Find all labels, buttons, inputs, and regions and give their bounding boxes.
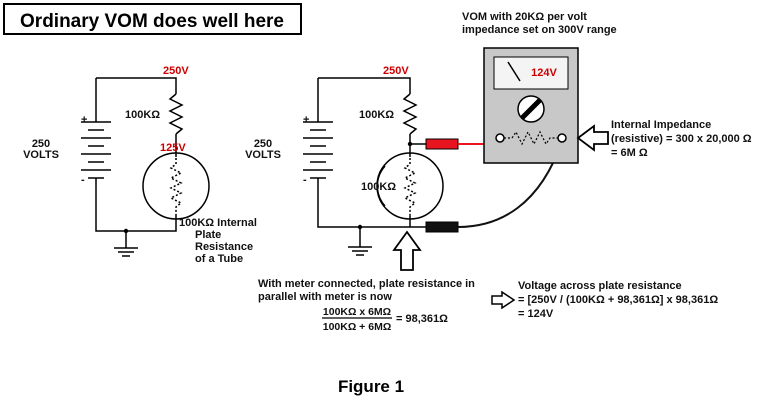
left-battery-value: 250 bbox=[32, 138, 50, 150]
left-battery-plus: + bbox=[81, 114, 87, 126]
left-ground-junction bbox=[123, 228, 129, 234]
right-battery bbox=[303, 121, 333, 179]
left-top-wire bbox=[96, 77, 177, 94]
voltage-note-3: = 124V bbox=[518, 308, 554, 320]
title-box: Ordinary VOM does well here bbox=[3, 3, 302, 35]
vom-meter: 124V bbox=[483, 47, 579, 164]
right-circuit bbox=[303, 77, 444, 256]
right-battery-plus: + bbox=[303, 114, 309, 126]
parallel-numerator: 100KΩ x 6MΩ bbox=[323, 306, 391, 318]
voltage-note-1: Voltage across plate resistance bbox=[518, 280, 682, 292]
meter-jack-positive bbox=[495, 133, 505, 143]
left-circuit bbox=[81, 77, 210, 257]
parallel-result: = 98,361Ω bbox=[396, 313, 448, 325]
right-resistance-arc bbox=[376, 165, 386, 207]
parallel-denominator: 100KΩ + 6MΩ bbox=[323, 321, 392, 333]
range-dial-pointer bbox=[520, 98, 542, 120]
voltage-note-2: = [250V / (100KΩ + 98,361Ω] x 98,361Ω bbox=[518, 294, 718, 306]
right-internal-resistance bbox=[403, 158, 417, 216]
right-plate-resistor bbox=[402, 93, 418, 135]
right-top-voltage: 250V bbox=[383, 65, 409, 77]
left-tube bbox=[142, 152, 210, 220]
left-internal-resistance bbox=[169, 158, 183, 214]
right-ground bbox=[348, 227, 372, 256]
left-bottom-wire bbox=[95, 178, 177, 232]
measurement-up-arrow-icon bbox=[392, 230, 422, 271]
meter-caption-2: impedance set on 300V range bbox=[462, 24, 617, 36]
impedance-line-1: Internal Impedance bbox=[611, 119, 711, 131]
left-resistor-label: 100KΩ bbox=[125, 109, 160, 121]
meter-display: 124V bbox=[531, 67, 557, 79]
meter-internal-resistance bbox=[504, 130, 558, 146]
right-top-wire bbox=[318, 77, 411, 94]
left-plate-resistor bbox=[168, 93, 184, 135]
left-internal-label-4: of a Tube bbox=[195, 253, 243, 265]
meter-screen bbox=[493, 56, 569, 90]
left-internal-label-2: Plate bbox=[195, 229, 221, 241]
left-internal-label-1: 100KΩ Internal bbox=[179, 217, 257, 229]
impedance-line-2: (resistive) = 300 x 20,000 Ω bbox=[611, 133, 752, 145]
right-battery-unit: VOLTS bbox=[245, 149, 281, 161]
right-battery-value: 250 bbox=[254, 138, 272, 150]
right-tube-resistor-label: 100KΩ bbox=[361, 181, 396, 193]
impedance-line-3: = 6M Ω bbox=[611, 147, 648, 159]
parallel-note-1: With meter connected, plate resistance i… bbox=[258, 278, 475, 290]
meter-caption-1: VOM with 20KΩ per volt bbox=[462, 11, 587, 23]
parallel-note-2: parallel with meter is now bbox=[258, 291, 392, 303]
title-text: Ordinary VOM does well here bbox=[20, 11, 284, 32]
right-battery-minus: - bbox=[303, 174, 307, 186]
figure-caption: Figure 1 bbox=[338, 377, 404, 396]
meter-jack-common bbox=[557, 133, 567, 143]
left-mid-voltage: 125V bbox=[160, 142, 186, 154]
left-battery-unit: VOLTS bbox=[23, 149, 59, 161]
left-internal-label-3: Resistance bbox=[195, 241, 253, 253]
left-battery-minus: - bbox=[81, 174, 85, 186]
left-battery bbox=[81, 121, 111, 179]
right-bottom-wire bbox=[317, 178, 410, 228]
right-plate-junction bbox=[407, 141, 413, 147]
voltage-right-arrow-icon bbox=[491, 290, 516, 310]
right-ground-junction bbox=[357, 224, 363, 230]
right-resistor-label: 100KΩ bbox=[359, 109, 394, 121]
impedance-left-arrow-icon bbox=[576, 124, 609, 152]
left-ground bbox=[114, 231, 138, 257]
meter-needle bbox=[507, 61, 521, 82]
left-top-voltage: 250V bbox=[163, 65, 189, 77]
